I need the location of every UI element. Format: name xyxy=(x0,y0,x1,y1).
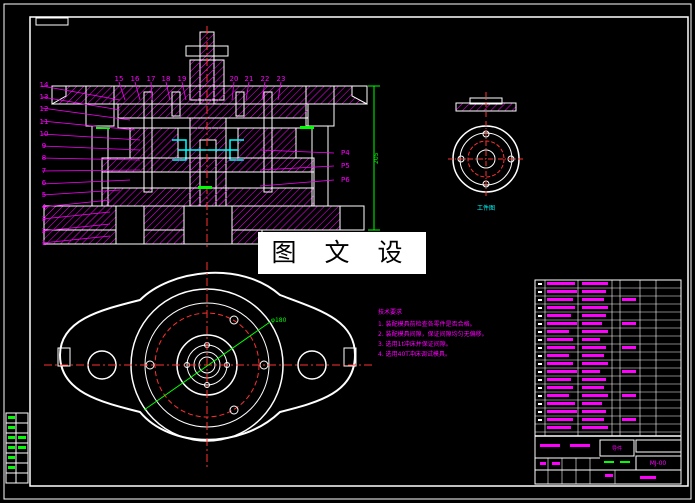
outer-frame xyxy=(3,3,692,500)
svg-text:4: 4 xyxy=(42,203,47,211)
svg-text:19: 19 xyxy=(178,75,187,83)
svg-text:6: 6 xyxy=(42,179,47,187)
svg-text:P4: P4 xyxy=(341,149,350,157)
svg-text:21: 21 xyxy=(245,75,254,83)
plan-view xyxy=(44,262,372,470)
part-numbers-left: 14 13 12 11 10 9 8 7 6 5 4 3 2 1 xyxy=(40,81,49,247)
svg-text:P6: P6 xyxy=(341,176,350,184)
svg-text:10: 10 xyxy=(40,130,49,138)
svg-text:15: 15 xyxy=(115,75,124,83)
title-product: 导件 xyxy=(612,445,622,452)
svg-text:2: 2 xyxy=(42,227,46,235)
part-numbers-right: P4 P5 P6 xyxy=(341,149,350,184)
inner-frame xyxy=(29,16,689,487)
svg-text:22: 22 xyxy=(261,75,270,83)
leader-lines xyxy=(41,81,335,244)
watermark: 图 文 设 计 xyxy=(258,232,426,309)
svg-text:8: 8 xyxy=(42,154,46,162)
svg-text:5: 5 xyxy=(42,191,46,199)
workpiece-label: 工件图 xyxy=(477,204,495,212)
svg-text:13: 13 xyxy=(40,93,49,101)
corner-tag xyxy=(35,17,69,26)
svg-text:11: 11 xyxy=(40,118,49,126)
svg-text:12: 12 xyxy=(40,105,49,113)
svg-text:7: 7 xyxy=(42,167,46,175)
svg-text:18: 18 xyxy=(162,75,171,83)
svg-text:14: 14 xyxy=(40,81,49,89)
svg-text:9: 9 xyxy=(42,142,46,150)
parts-list xyxy=(534,279,682,485)
svg-text:4. 选用40T冲床调试模具。: 4. 选用40T冲床调试模具。 xyxy=(378,350,451,358)
svg-text:P5: P5 xyxy=(341,162,350,170)
left-mini-table xyxy=(5,412,29,484)
workpiece-view xyxy=(448,92,524,197)
tech-requirements: 技术要求 1. 装配模具前检查各零件是否合格。 2. 装配模具间隙，保证间隙均匀… xyxy=(378,308,488,358)
svg-text:1: 1 xyxy=(42,239,46,247)
section-view: 20 5 xyxy=(43,26,380,250)
dim-diameter: φ180 xyxy=(271,317,287,324)
title-block xyxy=(535,435,682,484)
svg-text:3. 选用1t冲床并保证间隙。: 3. 选用1t冲床并保证间隙。 xyxy=(378,340,452,348)
svg-text:17: 17 xyxy=(147,75,156,83)
svg-text:技术要求: 技术要求 xyxy=(378,308,402,316)
svg-text:23: 23 xyxy=(277,75,286,83)
svg-text:2. 装配模具间隙，保证间隙均匀无偏移。: 2. 装配模具间隙，保证间隙均匀无偏移。 xyxy=(378,330,488,338)
svg-text:20: 20 xyxy=(230,75,239,83)
title-drawing-no: MJ-00 xyxy=(650,460,667,467)
svg-text:16: 16 xyxy=(131,75,140,83)
svg-text:3: 3 xyxy=(42,215,46,223)
svg-text:1. 装配模具前检查各零件是否合格。: 1. 装配模具前检查各零件是否合格。 xyxy=(378,320,476,328)
dim-height: 205 xyxy=(373,152,380,164)
part-numbers-top: 15 16 17 18 19 20 21 22 23 xyxy=(115,75,286,83)
